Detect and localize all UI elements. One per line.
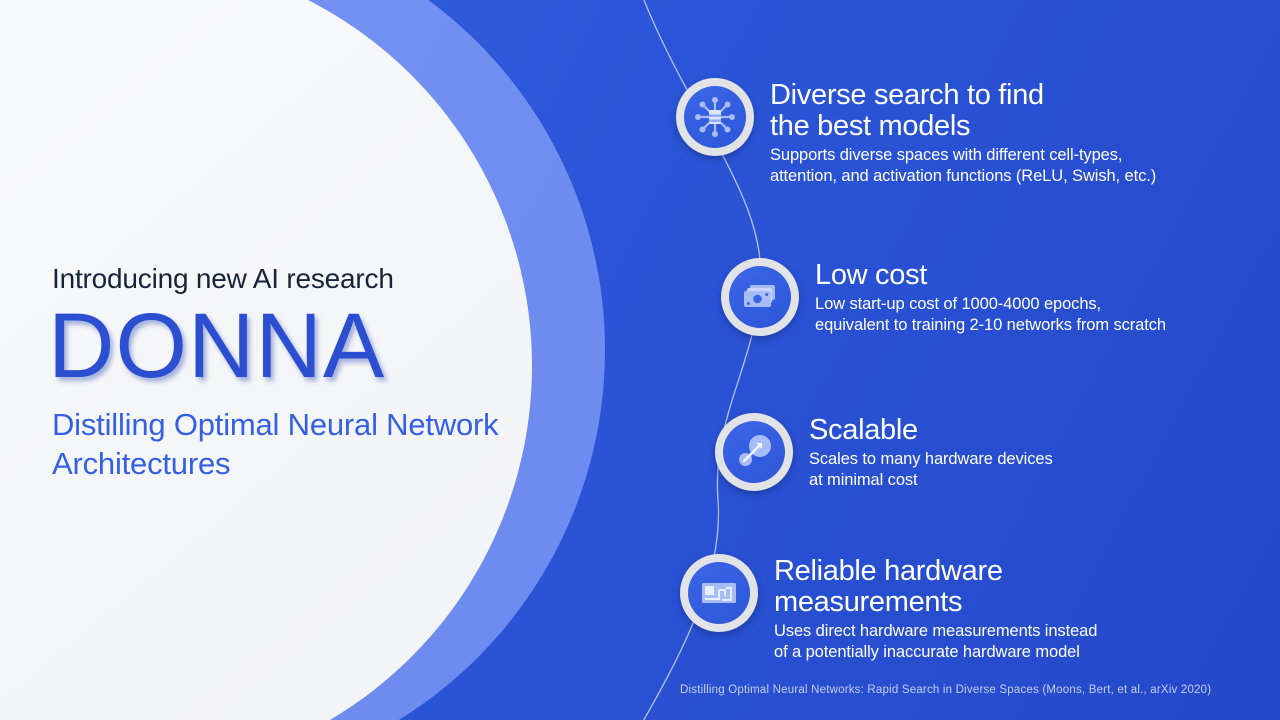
feature-title: Scalable bbox=[809, 414, 918, 446]
feature-text: Diverse search to find the best models S… bbox=[754, 78, 1156, 187]
feature-icon-ring bbox=[676, 78, 754, 156]
circuit-board-icon bbox=[688, 562, 750, 624]
feature-icon-ring bbox=[715, 413, 793, 491]
hero-panel: Introducing new AI research DONNA Distil… bbox=[48, 262, 522, 484]
scale-nodes-icon bbox=[723, 421, 785, 483]
feature-item-low-cost[interactable]: Low cost Low start-up cost of 1000-4000 … bbox=[721, 258, 1166, 336]
hero-eyebrow: Introducing new AI research bbox=[52, 263, 394, 294]
feature-title: Reliable hardware measurements bbox=[774, 555, 1003, 619]
hero-tagline: Distilling Optimal Neural Network Archit… bbox=[52, 407, 499, 482]
banknotes-icon bbox=[729, 266, 791, 328]
feature-title: Diverse search to find the best models bbox=[770, 79, 1044, 143]
feature-item-scalable[interactable]: Scalable Scales to many hardware devices… bbox=[715, 413, 1053, 491]
feature-text: Scalable Scales to many hardware devices… bbox=[793, 413, 1053, 491]
background-white-circle bbox=[0, 0, 532, 720]
feature-text: Reliable hardware measurements Uses dire… bbox=[758, 554, 1097, 663]
feature-icon-ring bbox=[721, 258, 799, 336]
feature-item-reliable-hardware[interactable]: Reliable hardware measurements Uses dire… bbox=[680, 554, 1097, 663]
feature-description: Low start-up cost of 1000-4000 epochs, e… bbox=[815, 295, 1166, 334]
feature-description: Uses direct hardware measurements instea… bbox=[774, 622, 1098, 661]
network-nodes-icon bbox=[684, 86, 746, 148]
features-panel: Diverse search to find the best models S… bbox=[620, 0, 1280, 720]
feature-description: Supports diverse spaces with different c… bbox=[770, 146, 1157, 185]
feature-icon-ring bbox=[680, 554, 758, 632]
hero-brand-title: DONNA bbox=[48, 294, 386, 397]
feature-item-diverse-search[interactable]: Diverse search to find the best models S… bbox=[676, 78, 1156, 187]
feature-description: Scales to many hardware devices at minim… bbox=[809, 450, 1053, 489]
paper-citation-footnote: Distilling Optimal Neural Networks: Rapi… bbox=[680, 684, 1212, 696]
feature-title: Low cost bbox=[815, 259, 928, 291]
feature-text: Low cost Low start-up cost of 1000-4000 … bbox=[799, 258, 1166, 336]
